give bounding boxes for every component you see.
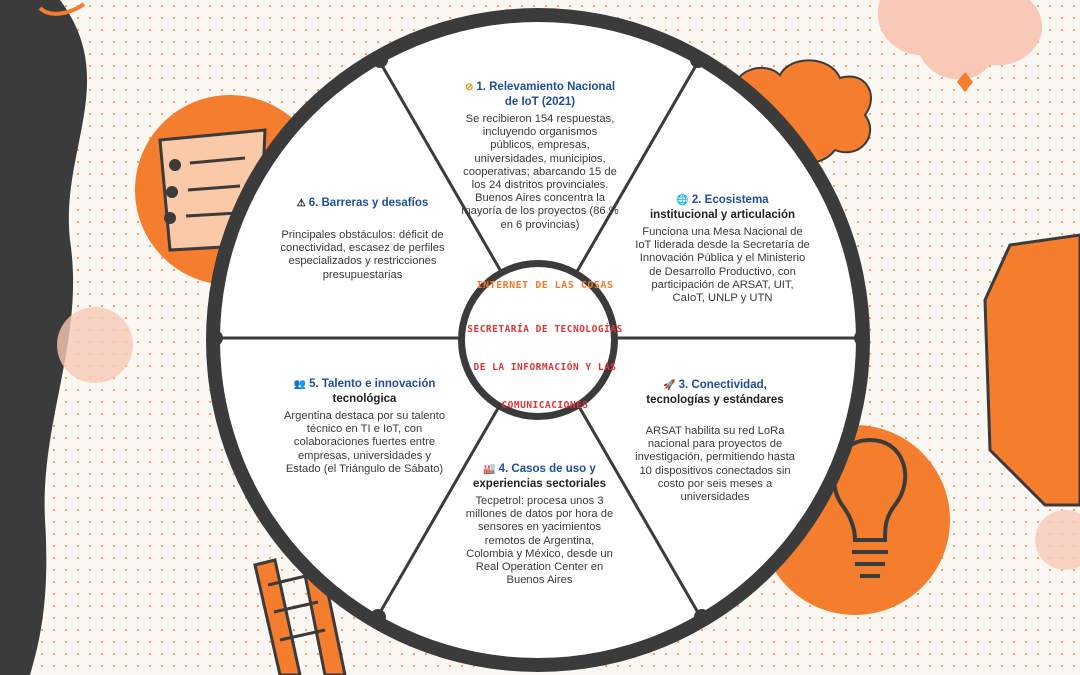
people-icon: 👥 <box>293 379 307 390</box>
segment-4-title-a: 4. Casos de uso y <box>498 463 596 475</box>
segment-4-body: Tecpetrol: procesa unos 3 millones de da… <box>465 495 614 587</box>
center-subtitle-2: DE LA INFORMACIÓN Y LAS <box>473 362 617 373</box>
rocket-icon: 🚀 <box>663 380 676 391</box>
segment-6-body: Principales obstáculos: déficit de conec… <box>280 229 445 281</box>
segment-4: 🏭4. Casos de uso y experiencias sectoria… <box>462 462 617 587</box>
segment-1-body: Se recibieron 154 respuestas, incluyendo… <box>461 113 619 231</box>
dark-band-shape <box>0 0 88 675</box>
center-hub <box>465 267 611 413</box>
factory-icon: 🏭 <box>483 464 496 475</box>
pink-blob-shape <box>877 0 1043 80</box>
segment-2: 🌐2. Ecosistema institucional y articulac… <box>635 193 810 305</box>
warning-icon: ⚠ <box>296 198 306 209</box>
center-subtitle-1: SECRETARÍA DE TECNOLOGÍAS <box>467 324 623 335</box>
segment-3-title-b: tecnologías y estándares <box>646 394 784 406</box>
paperclip-icon <box>38 2 86 16</box>
segment-6-title-a: 6. Barreras y desafíos <box>308 197 429 209</box>
center-title: INTERNET DE LAS COSAS <box>476 280 614 291</box>
segment-6: ⚠6. Barreras y desafíos Principales obst… <box>280 196 445 282</box>
spoke-endpoints <box>207 52 870 625</box>
segment-2-body: Funciona una Mesa Nacional de IoT lidera… <box>635 226 810 305</box>
segment-1: ⊘1. Relevamiento Nacional de IoT (2021) … <box>460 80 620 232</box>
globe-icon: 🌐 <box>676 195 689 206</box>
segment-5: 👥5. Talento e innovación tecnológica Arg… <box>282 377 447 476</box>
segment-3: 🚀3. Conectividad, tecnologías y estándar… <box>630 378 800 504</box>
segment-3-title-a: 3. Conectividad, <box>678 379 767 391</box>
segment-5-title-b: tecnológica <box>332 393 397 405</box>
center-subtitle-3: COMUNICACIONES <box>501 400 589 411</box>
compass-icon: ⊘ <box>464 82 474 93</box>
segment-1-title-b: de IoT (2021) <box>504 96 576 108</box>
segment-1-title-a: 1. Relevamiento Nacional <box>476 81 616 93</box>
segment-3-body: ARSAT habilita su red LoRa nacional para… <box>635 425 795 504</box>
segment-4-title-b: experiencias sectoriales <box>473 478 606 490</box>
segment-5-title-a: 5. Talento e innovación <box>309 378 436 390</box>
hexagon-badge <box>983 233 1080 507</box>
segment-2-title-b: institucional y articulación <box>649 209 796 221</box>
segment-2-title-a: 2. Ecosistema <box>691 194 769 206</box>
segment-5-body: Argentina destaca por su talento técnico… <box>283 410 446 475</box>
